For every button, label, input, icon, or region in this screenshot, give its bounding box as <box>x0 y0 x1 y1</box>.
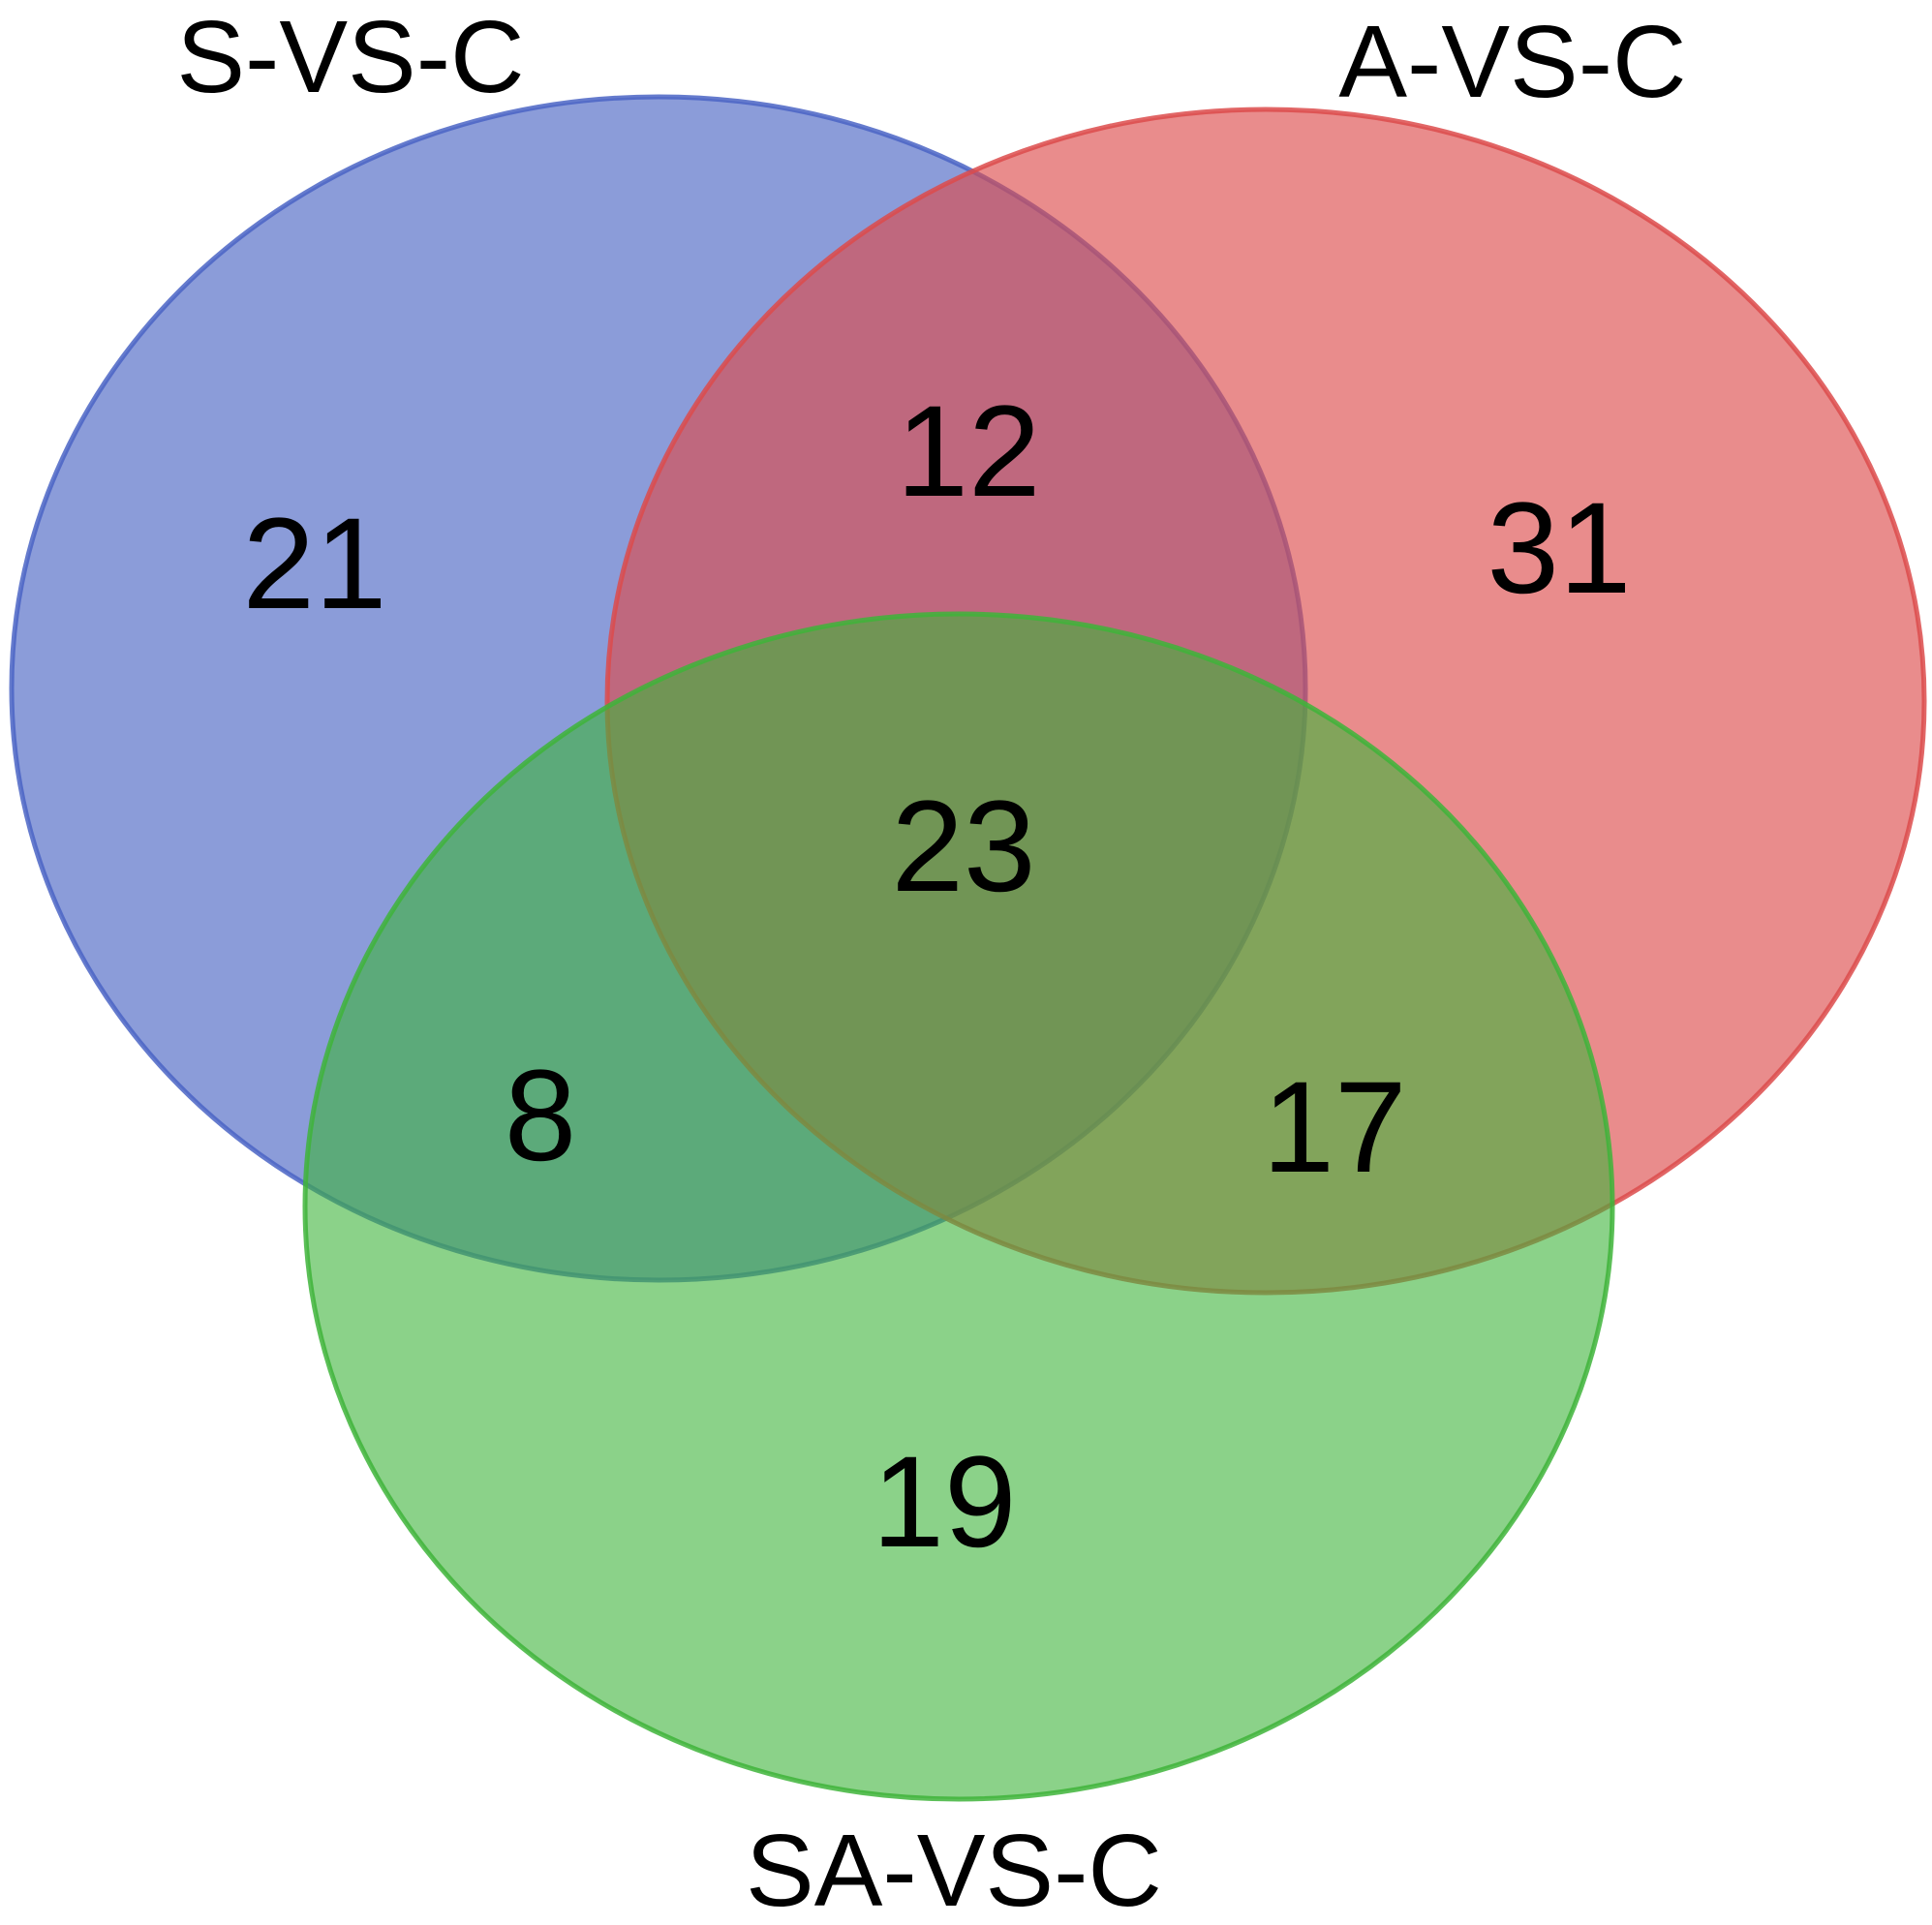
set-label-a-vs-c: A-VS-C <box>1338 5 1686 119</box>
set-label-s-vs-c: S-VS-C <box>176 0 524 114</box>
region-count-a-and-sa: 17 <box>1262 1055 1406 1200</box>
region-count-a-only: 31 <box>1487 476 1631 621</box>
region-count-all-three: 23 <box>891 775 1035 919</box>
region-count-s-and-a: 12 <box>896 380 1040 524</box>
region-count-s-only: 21 <box>242 492 386 636</box>
set-label-sa-vs-c: SA-VS-C <box>746 1814 1162 1925</box>
set-circle-sa-vs-c <box>302 611 1615 1802</box>
region-count-sa-only: 19 <box>872 1430 1016 1574</box>
region-count-s-and-sa: 8 <box>505 1044 577 1188</box>
